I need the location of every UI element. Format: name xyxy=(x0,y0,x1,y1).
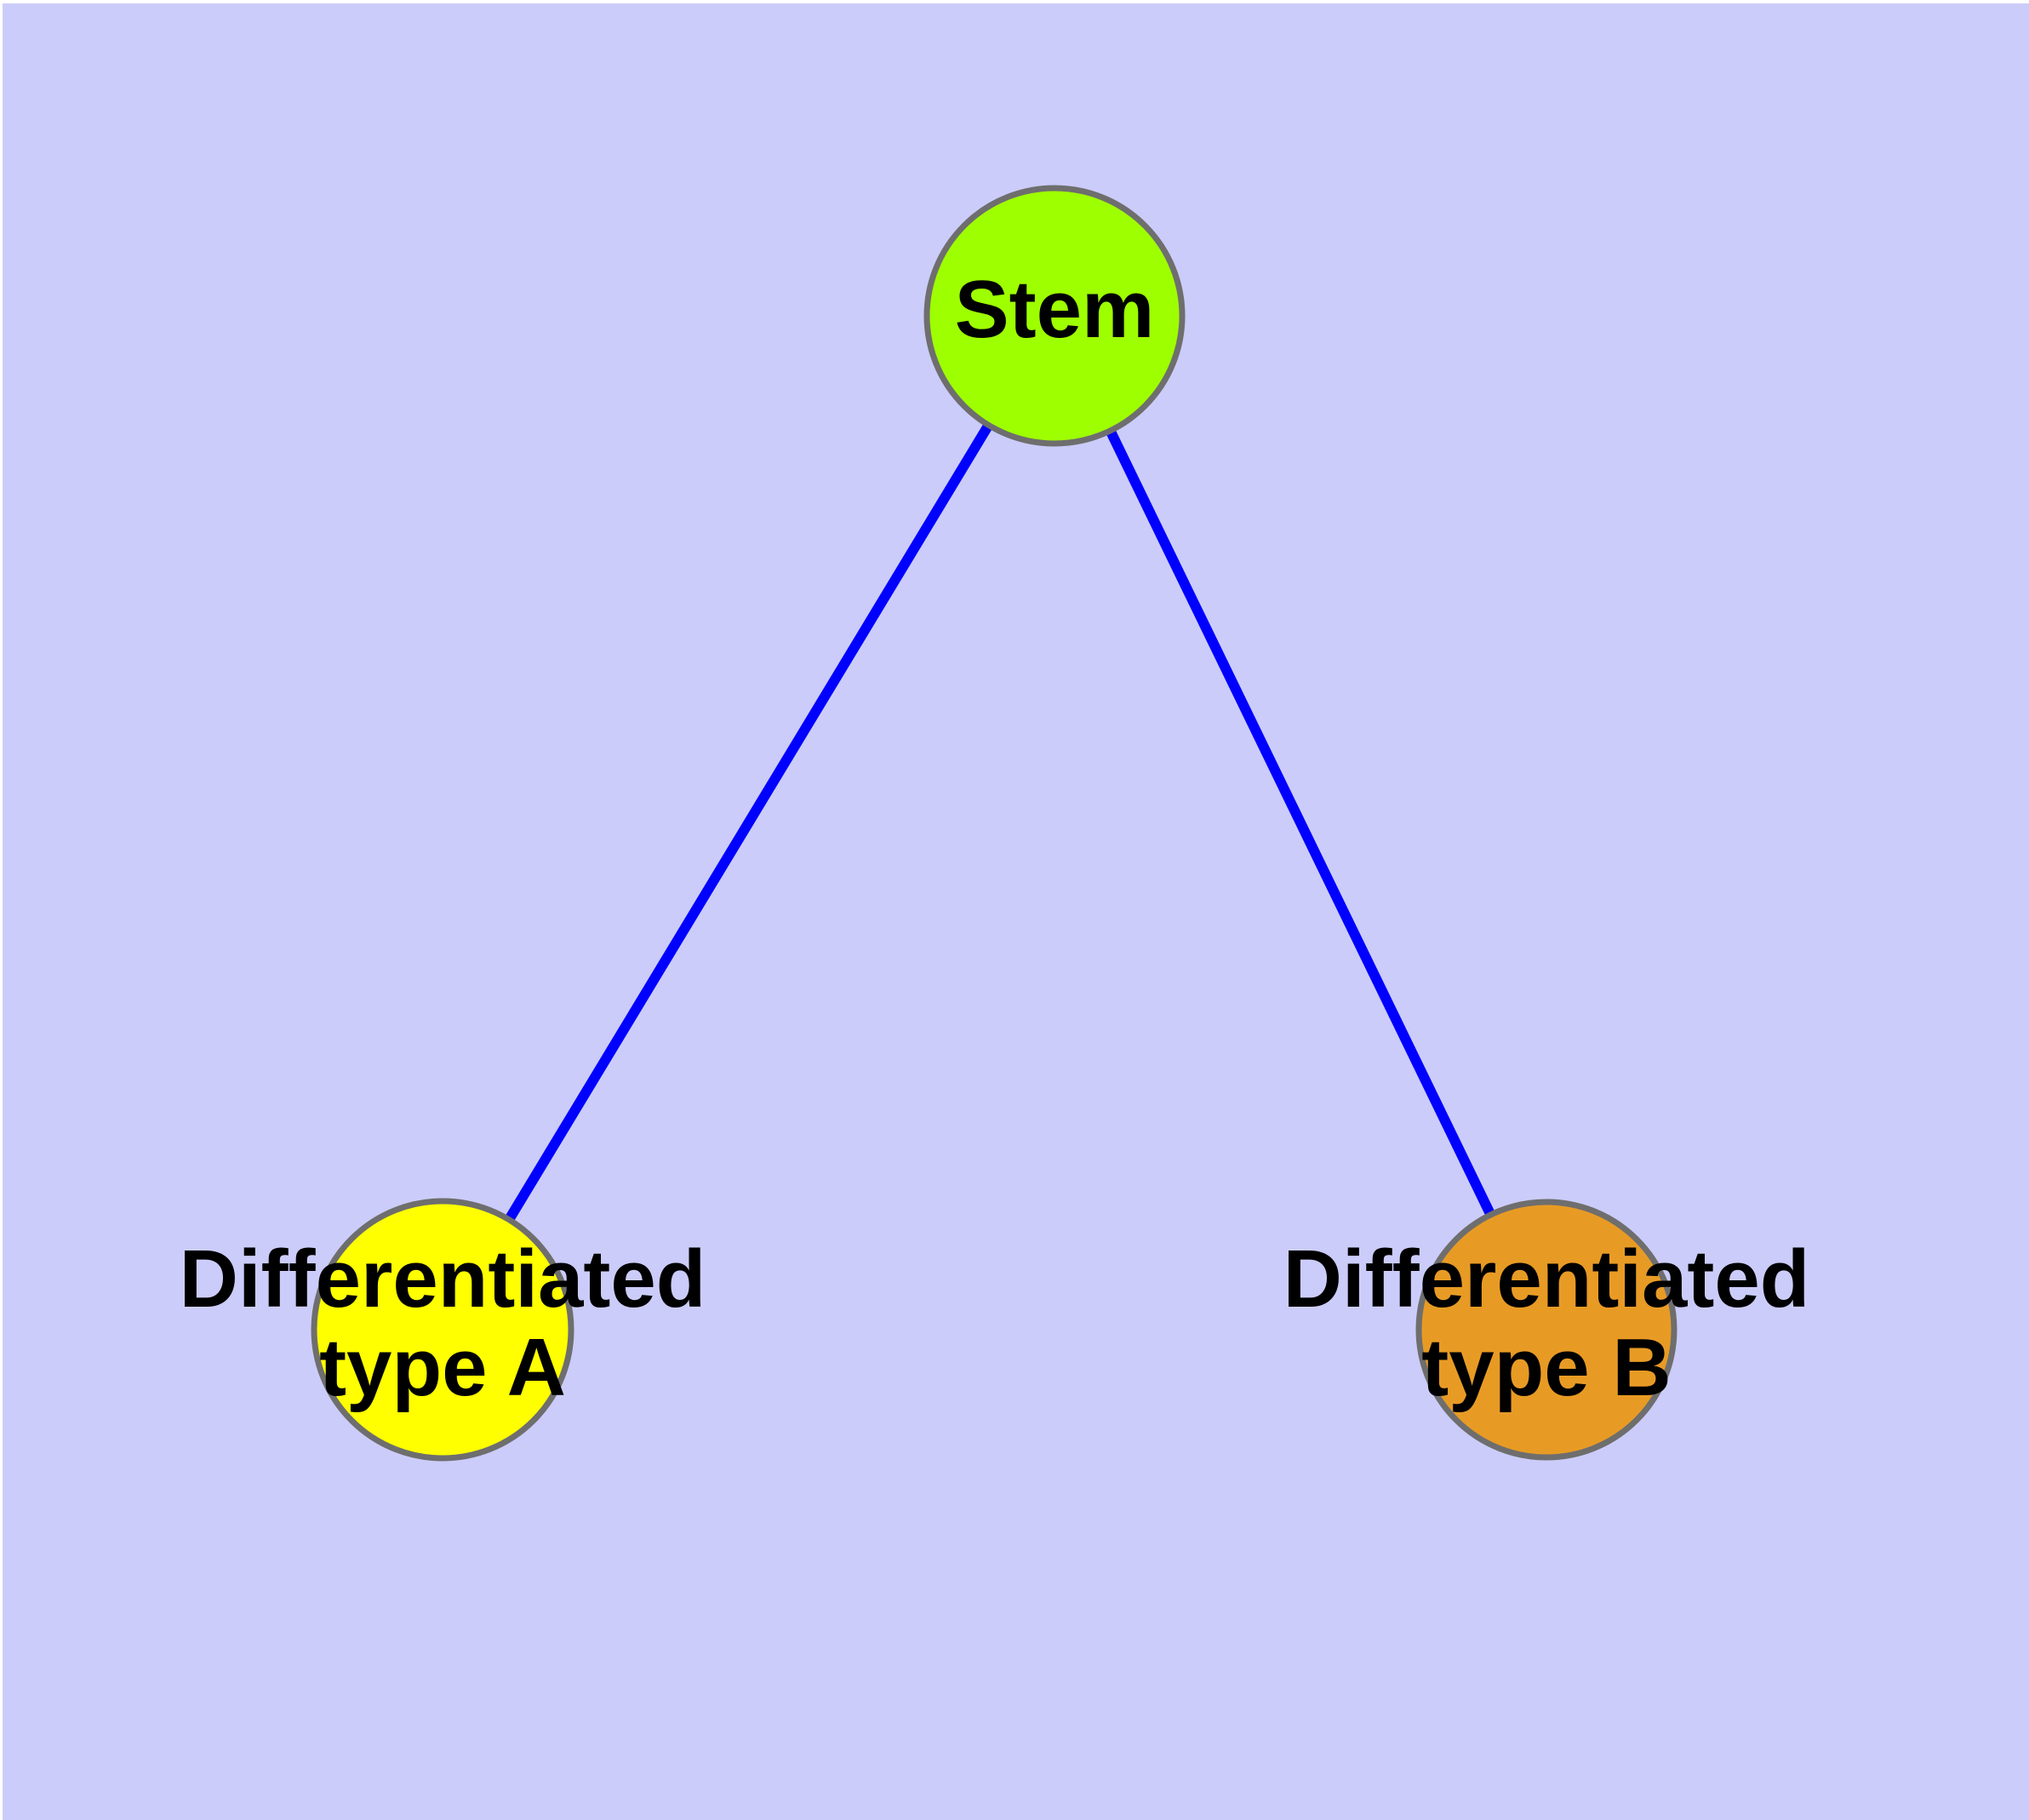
node-label-line: Differentiated xyxy=(180,1234,706,1325)
edge-stem-diff-b[interactable] xyxy=(1106,431,1495,1215)
node-label-line: type B xyxy=(1421,1322,1671,1413)
node-label-line: Stem xyxy=(955,264,1155,355)
edge-stem-diff-a[interactable] xyxy=(506,424,992,1221)
node-label-line: type A xyxy=(319,1322,566,1413)
node-circle-diff_a[interactable] xyxy=(311,1198,574,1462)
edges-layer xyxy=(506,424,1495,1221)
node-label-stem: Stem xyxy=(955,264,1155,355)
node-circle-stem[interactable] xyxy=(923,185,1186,447)
node-label-line: Differentiated xyxy=(1283,1234,1810,1325)
node-stem[interactable]: Stem xyxy=(923,185,1186,447)
node-circle-diff_b[interactable] xyxy=(1415,1199,1677,1461)
